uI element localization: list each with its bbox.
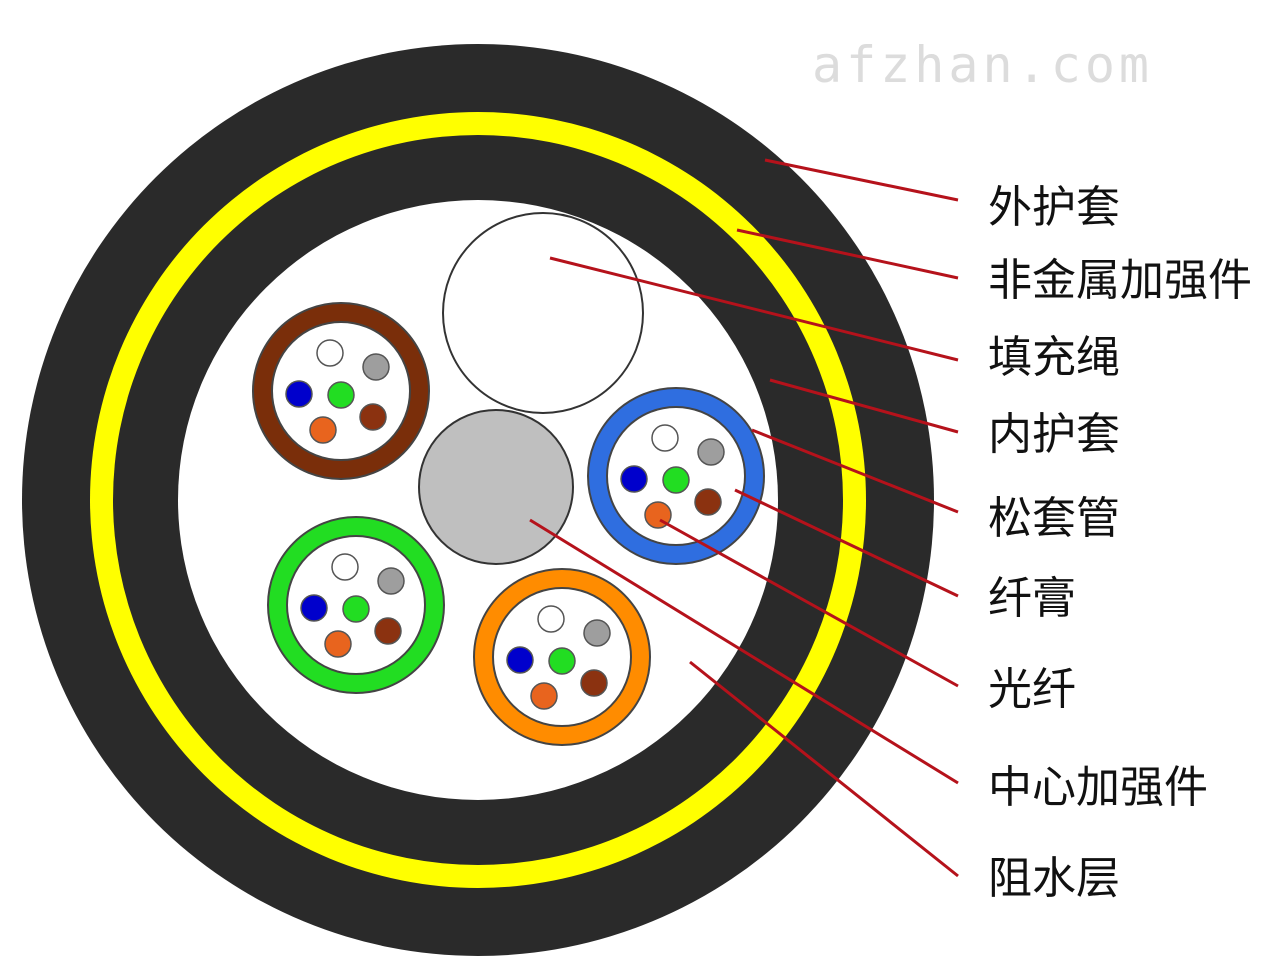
label-filler-rope: 填充绳 <box>988 332 1120 383</box>
optical-fiber-white <box>651 424 679 452</box>
optical-fiber-brown <box>694 488 722 516</box>
optical-fiber-green <box>342 595 370 623</box>
optical-fiber-gray <box>377 567 405 595</box>
optical-fiber-gray <box>583 619 611 647</box>
label-water-block: 阻水层 <box>988 853 1120 904</box>
optical-fiber-blue <box>300 594 328 622</box>
optical-fiber-brown <box>374 617 402 645</box>
optical-fiber-gray <box>362 353 390 381</box>
label-inner-sheath: 内护套 <box>988 409 1120 460</box>
optical-fiber-white <box>537 605 565 633</box>
optical-fiber-white <box>316 339 344 367</box>
optical-fiber-blue <box>285 380 313 408</box>
leader-line-inner-sheath <box>769 378 959 434</box>
optical-fiber-brown <box>580 669 608 697</box>
filler-rope <box>442 212 644 414</box>
label-optical-fiber: 光纤 <box>988 664 1076 715</box>
leader-line-water-block <box>689 660 959 878</box>
central-strength-member <box>418 409 574 565</box>
optical-fiber-white <box>331 553 359 581</box>
optical-fiber-blue <box>620 465 648 493</box>
loose-tubes <box>252 302 765 746</box>
optical-fiber-brown <box>359 403 387 431</box>
watermark-text: afzhan.com <box>812 36 1153 94</box>
optical-fiber-blue <box>506 646 534 674</box>
leader-line-fiber-paste <box>734 488 959 598</box>
optical-fiber-orange <box>530 682 558 710</box>
label-fiber-paste: 纤膏 <box>988 573 1076 624</box>
optical-fiber-orange <box>324 630 352 658</box>
leader-line-outer-sheath <box>764 158 959 202</box>
optical-fiber-gray <box>697 438 725 466</box>
leader-line-optical-fiber <box>659 518 959 688</box>
label-loose-tube: 松套管 <box>988 493 1120 544</box>
leader-line-loose-tube <box>751 428 959 514</box>
leader-line-central-strength <box>529 518 959 785</box>
label-central-strength: 中心加强件 <box>988 762 1208 813</box>
optical-fiber-green <box>548 647 576 675</box>
optical-fiber-green <box>327 381 355 409</box>
leader-line-filler-rope <box>549 256 959 362</box>
leader-line-nonmetal-strength <box>736 228 959 280</box>
label-outer-sheath: 外护套 <box>988 182 1120 233</box>
optical-fiber-green <box>662 466 690 494</box>
leader-lines <box>529 158 959 878</box>
optical-fiber-orange <box>309 416 337 444</box>
label-nonmetal-strength: 非金属加强件 <box>988 255 1252 306</box>
